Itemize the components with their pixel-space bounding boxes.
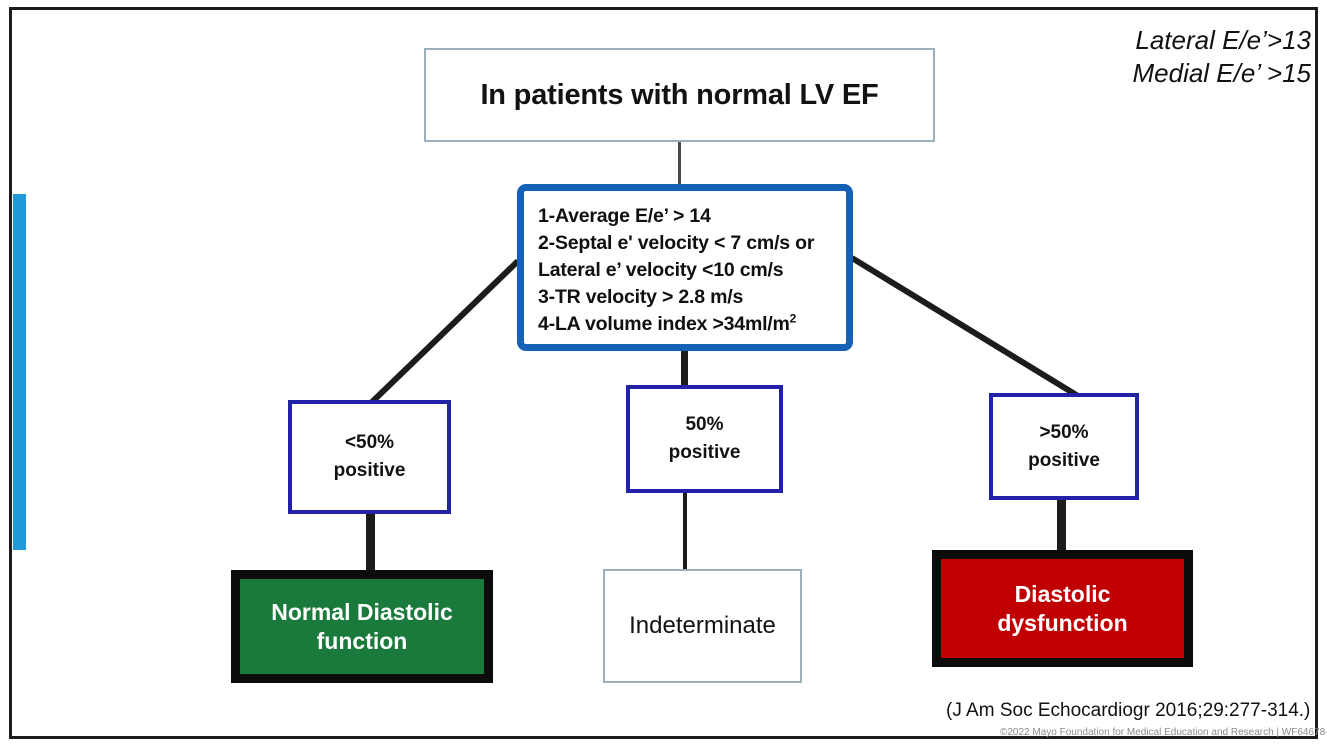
outcome-box-normal-diastolic-function: Normal Diastolic function	[231, 570, 493, 683]
left-accent-bar	[13, 194, 26, 550]
outcome-dysfunction-line-2: dysfunction	[997, 609, 1128, 636]
header-box: In patients with normal LV EF	[424, 48, 935, 142]
decision-mid-value: 50%	[685, 414, 724, 436]
decision-right-label: positive	[1028, 449, 1100, 471]
criteria-item-4-text: 4-LA volume index >34ml/m	[538, 313, 790, 336]
header-title: In patients with normal LV EF	[480, 78, 879, 111]
criteria-item-1: 1-Average E/e’ > 14	[538, 205, 711, 227]
outcome-box-diastolic-dysfunction: Diastolic dysfunction	[932, 550, 1193, 667]
criteria-list: 1-Average E/e’ > 14 2-Septal e' velocity…	[538, 203, 846, 338]
criteria-item-2-cont: Lateral e’ velocity <10 cm/s	[538, 259, 784, 282]
criteria-item-2: 2-Septal e' velocity < 7 cm/s or	[538, 232, 815, 255]
connector-header-to-criteria	[678, 141, 681, 187]
criteria-box: 1-Average E/e’ > 14 2-Septal e' velocity…	[517, 184, 853, 351]
decision-box-less-than-50: <50% positive	[288, 400, 451, 514]
connector-right-decision-to-dysfunction	[1057, 497, 1066, 553]
decision-left-value: <50%	[344, 432, 395, 454]
outcome-indeterminate-line-1: Indeterminate	[629, 612, 776, 639]
connector-criteria-to-mid-decision	[681, 350, 688, 388]
corner-note-line-2: Medial E/e’ >15	[1132, 58, 1311, 89]
connector-left-decision-to-normal	[366, 511, 375, 573]
criteria-item-3: 3-TR velocity > 2.8 m/s	[538, 286, 744, 309]
decision-mid-label: positive	[668, 442, 741, 463]
criteria-item-4: 4-LA volume index >34ml/m2	[538, 311, 846, 338]
decision-right-value: >50%	[1039, 421, 1089, 443]
outcome-normal-line-1: Normal Diastolic	[271, 598, 453, 625]
outcome-normal-line-2: function	[316, 627, 408, 654]
outcome-dysfunction-line-1: Diastolic	[1014, 580, 1111, 607]
outcome-box-indeterminate: Indeterminate	[603, 569, 802, 683]
decision-box-greater-than-50: >50% positive	[989, 393, 1139, 500]
decision-left-label: positive	[333, 460, 406, 481]
corner-note-line-1: Lateral E/e’>13	[1135, 25, 1311, 55]
copyright-text: ©2022 Mayo Foundation for Medical Educat…	[1000, 727, 1327, 738]
corner-note: Lateral E/e’>13 Medial E/e’ >15	[1132, 24, 1311, 91]
connector-mid-decision-to-indeterminate	[683, 491, 687, 571]
decision-box-equal-50: 50% positive	[626, 385, 783, 493]
citation-text: (J Am Soc Echocardiogr 2016;29:277-314.)	[946, 700, 1311, 721]
criteria-item-4-superscript: 2	[789, 311, 797, 326]
